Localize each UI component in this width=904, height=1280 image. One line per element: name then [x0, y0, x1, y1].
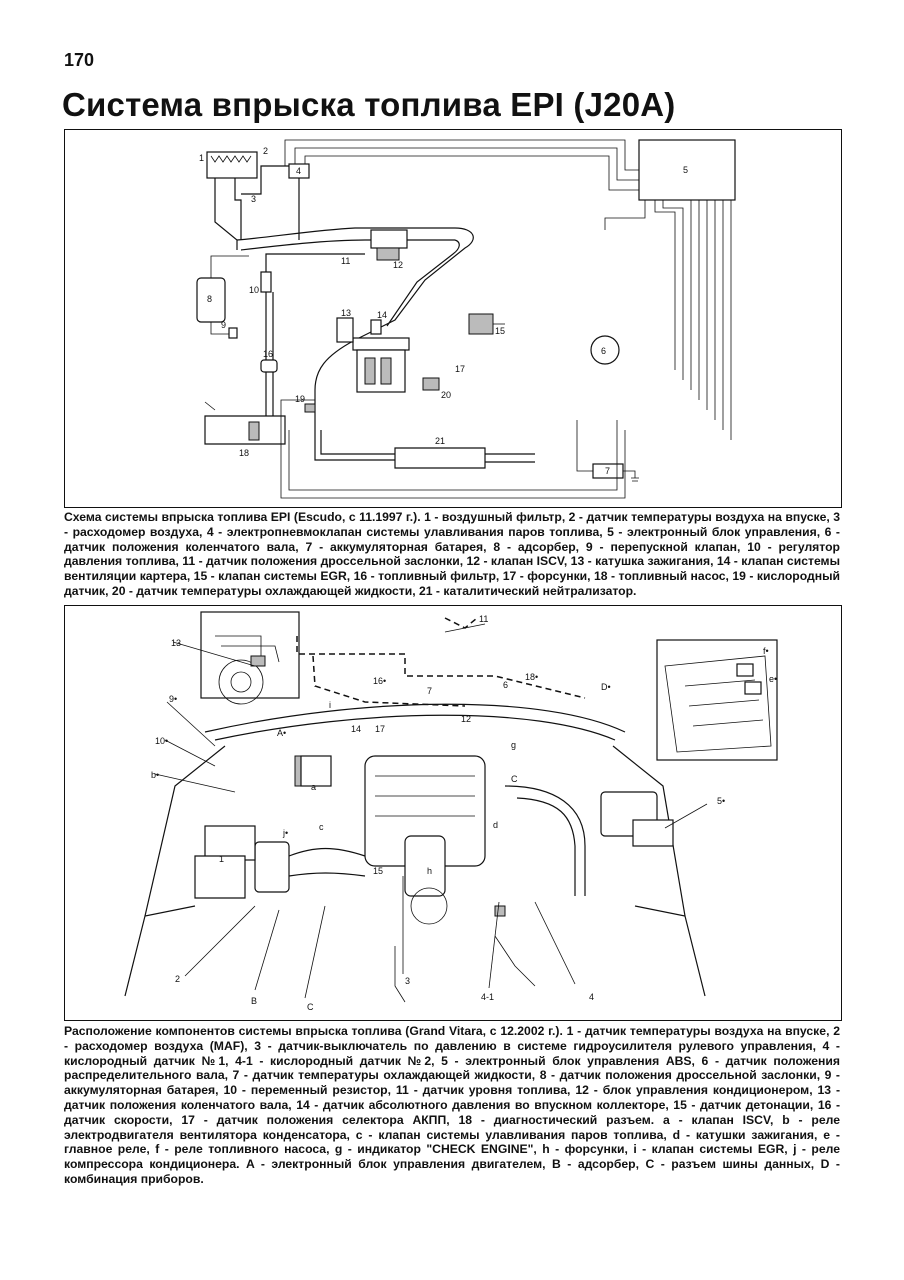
fig1-label-8: 8 — [207, 294, 212, 304]
fig1-label-13: 13 — [341, 308, 351, 318]
page-number: 170 — [64, 50, 95, 70]
fig1-label-4: 4 — [296, 166, 301, 176]
fig1-label-7: 7 — [605, 466, 610, 476]
schematic-drawing: 1 2 3 4 5 6 7 8 9 10 11 12 13 14 15 16 1… — [196, 139, 736, 499]
fig1-label-15: 15 — [495, 326, 505, 336]
fig2-label-d: d — [493, 820, 498, 830]
fig2-label-i: i — [329, 700, 331, 710]
fig2-label-2: 2 — [175, 974, 180, 984]
fig1-label-14: 14 — [377, 310, 387, 320]
fig1-label-19: 19 — [295, 394, 305, 404]
fig2-label-4-1: 4-1 — [481, 992, 494, 1002]
fig2-label-18: 18• — [525, 672, 538, 682]
fig1-label-21: 21 — [435, 436, 445, 446]
fig2-label-b: b• — [151, 770, 159, 780]
figure1-caption: Схема системы впрыска топлива EPI (Escud… — [64, 510, 840, 598]
fig2-label-c: c — [319, 822, 324, 832]
fig1-label-9: 9 — [221, 320, 226, 330]
fig2-label-A: A• — [277, 728, 286, 738]
fig2-label-12: 12 — [461, 714, 471, 724]
fig2-label-11: 11 — [479, 614, 488, 624]
fig1-label-2: 2 — [263, 146, 268, 156]
engine-bay-diagram: 1 2 3 4 4-1 5• 6 7 9• 10• 11 12 13 14 15… — [64, 605, 842, 1021]
fig2-label-C-connector: C — [511, 774, 518, 784]
fig2-label-f: f• — [763, 646, 769, 656]
fig1-label-18: 18 — [239, 448, 249, 458]
fig1-label-1: 1 — [199, 153, 204, 163]
fuel-injection-schematic: 1 2 3 4 5 6 7 8 9 10 11 12 13 14 15 16 1… — [64, 129, 842, 508]
fig1-label-17: 17 — [455, 364, 465, 374]
fig2-label-h: h — [427, 866, 432, 876]
fig1-label-20: 20 — [441, 390, 451, 400]
fig1-label-5: 5 — [683, 165, 688, 175]
fig2-label-D: D• — [601, 682, 611, 692]
ecu-shape — [638, 139, 736, 201]
fig2-label-B: B — [251, 996, 257, 1006]
fig2-label-e: e• — [769, 674, 777, 684]
fig2-label-1: 1 — [219, 854, 224, 864]
fig1-label-3: 3 — [251, 194, 256, 204]
fig2-label-15: 15 — [373, 866, 383, 876]
fig2-label-C: C — [307, 1002, 314, 1012]
fig2-label-6: 6 — [503, 680, 508, 690]
fig2-label-a: a — [311, 782, 316, 792]
fig2-label-10: 10• — [155, 736, 168, 746]
page-title: Система впрыска топлива EPI (J20A) — [62, 86, 676, 123]
fig2-label-3: 3 — [405, 976, 410, 986]
engine-bay-drawing: 1 2 3 4 4-1 5• 6 7 9• 10• 11 12 13 14 15… — [124, 611, 778, 1012]
fig2-label-j: j• — [282, 828, 288, 838]
air-filter-shape — [206, 151, 258, 179]
fig2-label-g: g — [511, 740, 516, 750]
fig1-label-11: 11 — [341, 256, 350, 266]
figure2-caption: Расположение компонентов системы впрыска… — [64, 1024, 840, 1186]
fig2-label-13: 13 — [171, 638, 181, 648]
fig1-label-6: 6 — [601, 346, 606, 356]
fig2-label-7: 7 — [427, 686, 432, 696]
fig1-label-12: 12 — [393, 260, 403, 270]
fig2-label-14: 14 — [351, 724, 361, 734]
fig2-label-16: 16• — [373, 676, 386, 686]
fig1-label-16: 16 — [263, 349, 273, 359]
fig2-label-9: 9• — [169, 694, 177, 704]
fig2-label-5: 5• — [717, 796, 725, 806]
fig2-label-17: 17 — [375, 724, 385, 734]
fig1-label-10: 10 — [249, 285, 259, 295]
fig2-label-4: 4 — [589, 992, 594, 1002]
